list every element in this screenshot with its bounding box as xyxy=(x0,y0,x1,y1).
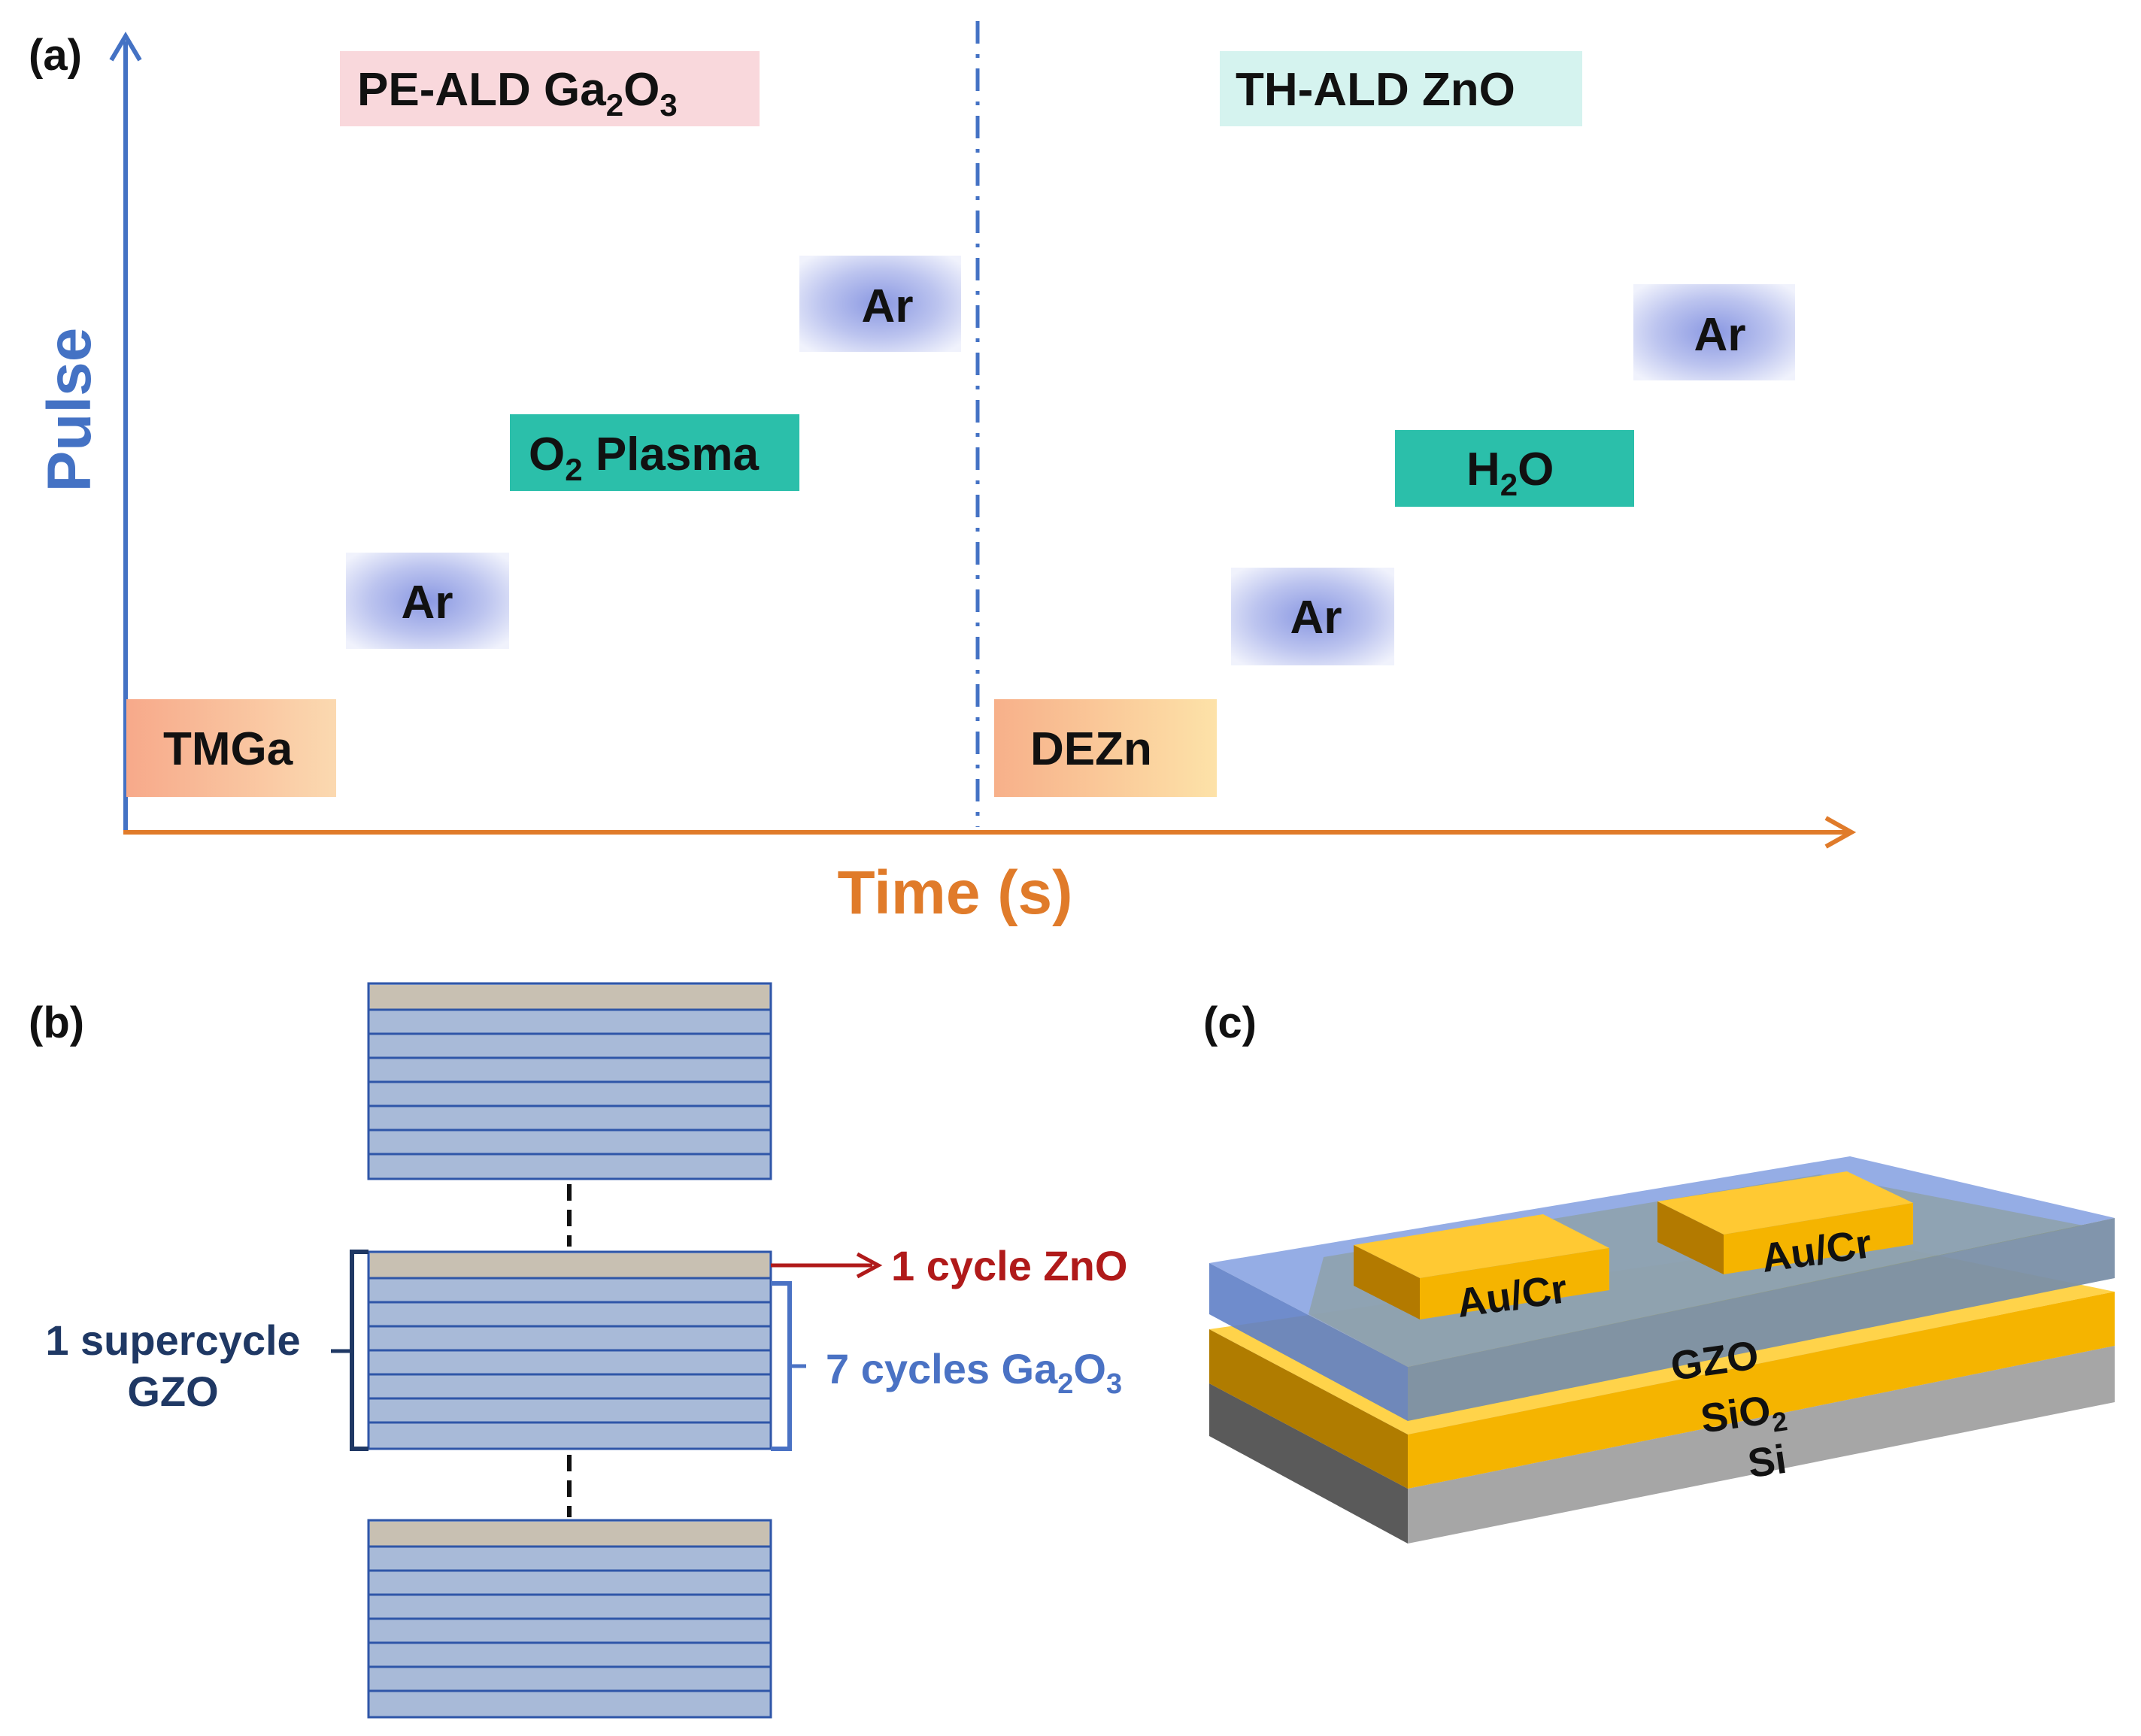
panel-b: (b) xyxy=(29,982,1127,1719)
panel-c: (c) xyxy=(1203,998,2115,1544)
o2-plasma-pulse xyxy=(510,414,799,491)
layer-stack-top xyxy=(367,982,772,1180)
zno-arrowhead xyxy=(856,1252,883,1279)
ar-label-2-right: Ar xyxy=(1694,309,1746,361)
panel-b-label: (b) xyxy=(29,998,84,1047)
dezn-pulse xyxy=(994,699,1217,797)
panel-a: (a) Pulse Time (s) PE-ALD Ga2O3 TH-ALD Z… xyxy=(29,21,1857,927)
panel-c-label: (c) xyxy=(1203,998,1257,1047)
supercycle-bracket xyxy=(350,1250,368,1451)
pe-ald-header-box xyxy=(340,51,760,126)
time-axis-label: Time (s) xyxy=(838,859,1073,927)
pe-ald-header: PE-ALD Ga2O3 xyxy=(357,64,678,123)
electrode-left xyxy=(1354,1214,1609,1319)
ga2o3-bracket xyxy=(771,1281,792,1451)
ar-purge-1-left xyxy=(346,553,509,649)
ar-purge-2-left xyxy=(799,256,961,352)
ar-label-1-left: Ar xyxy=(402,577,453,629)
zno-cycle-label: 1 cycle ZnO xyxy=(891,1242,1127,1289)
layer-stack-bottom xyxy=(367,1519,772,1719)
zno-layer-bottom xyxy=(370,1522,769,1547)
pulse-axis-arrowhead xyxy=(109,32,142,62)
supercycle-label-line2: GZO xyxy=(127,1368,218,1415)
layer-stack-supercycle xyxy=(367,1250,772,1450)
th-ald-header: TH-ALD ZnO xyxy=(1236,64,1515,116)
ar-purge-1-right xyxy=(1231,568,1394,665)
electrode-right xyxy=(1657,1171,1913,1274)
pulse-axis-label: Pulse xyxy=(35,328,104,492)
ar-label-2-left: Ar xyxy=(862,280,914,332)
tmga-label: TMGa xyxy=(163,723,293,775)
o2-plasma-label: O2 Plasma xyxy=(529,429,759,487)
si-label: Si xyxy=(1745,1437,1789,1487)
zno-layer-middle xyxy=(370,1253,769,1278)
panel-a-label: (a) xyxy=(29,31,82,80)
h2o-pulse xyxy=(1395,430,1634,507)
time-axis-arrowhead xyxy=(1824,816,1857,849)
ar-label-1-right: Ar xyxy=(1290,592,1342,644)
sio2-label: SiO2 xyxy=(1698,1385,1789,1447)
tmga-pulse xyxy=(126,699,336,797)
ga2o3-cycles-label: 7 cycles Ga2O3 xyxy=(826,1345,1122,1400)
zno-layer-top xyxy=(370,985,769,1010)
th-ald-header-box xyxy=(1220,51,1582,126)
h2o-label: H2O xyxy=(1466,444,1554,502)
supercycle-label-line1: 1 supercycle xyxy=(45,1316,300,1364)
dezn-label: DEZn xyxy=(1030,723,1152,775)
ar-purge-2-right xyxy=(1633,284,1795,380)
